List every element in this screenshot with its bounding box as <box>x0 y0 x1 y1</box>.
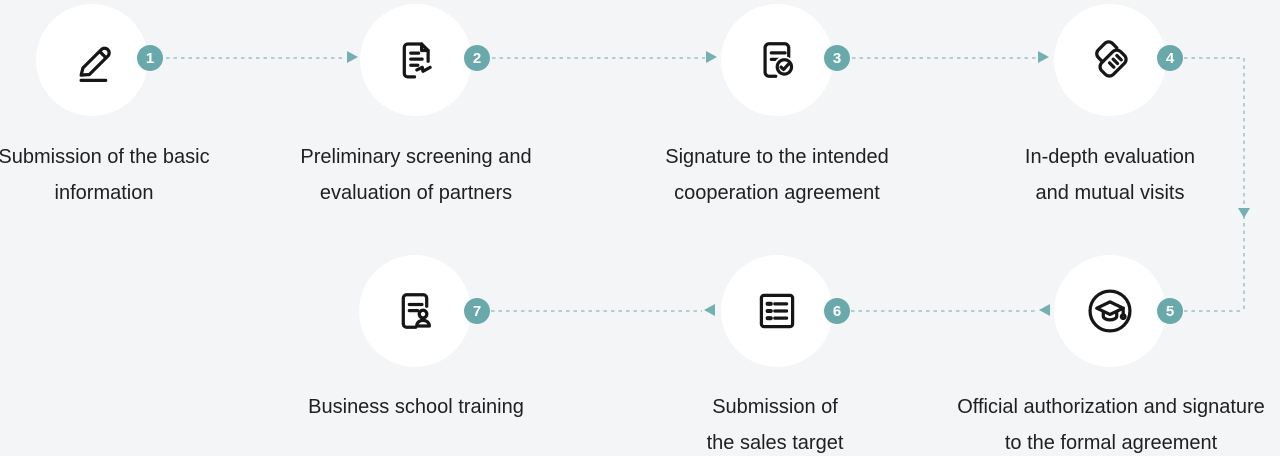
connector-vertical-4-5 <box>1243 58 1245 310</box>
arrow-left-icon <box>704 304 715 316</box>
step-circle-6 <box>721 255 833 367</box>
caption-line: Signature to the intended <box>665 146 889 168</box>
step-circle-5 <box>1054 255 1166 367</box>
document-user-icon <box>401 293 431 329</box>
document-check-icon <box>763 42 795 78</box>
step-circle-7 <box>359 255 471 367</box>
caption-line: Preliminary screening and <box>300 146 532 168</box>
pencil-line-icon <box>79 46 111 82</box>
caption-line: cooperation agreement <box>674 182 880 204</box>
arrow-right-icon <box>706 51 717 63</box>
step-badge-4: 4 <box>1157 45 1183 71</box>
step-caption-4: In-depth evaluation and mutual visits <box>910 139 1280 211</box>
caption-line: information <box>54 182 154 204</box>
connector-1-2 <box>166 57 346 59</box>
step-caption-2: Preliminary screening and evaluation of … <box>216 139 616 211</box>
step-circle-2 <box>360 4 472 116</box>
step-badge-3: 3 <box>824 45 850 71</box>
connector-3-4 <box>852 57 1036 59</box>
step-badge-1: 1 <box>137 45 163 71</box>
caption-line: Submission of <box>712 396 838 418</box>
handshake-icon <box>1095 40 1128 78</box>
connector-6-7 <box>491 310 702 312</box>
caption-line: Submission of the basic <box>0 146 210 168</box>
arrow-down-icon <box>1238 208 1250 218</box>
step-caption-6: Submission of the sales target <box>575 389 975 456</box>
caption-line: In-depth evaluation <box>1024 146 1196 168</box>
step-caption-3: Signature to the intended cooperation ag… <box>577 139 977 211</box>
step-circle-4 <box>1054 4 1166 116</box>
arrow-right-icon <box>347 51 358 63</box>
connector-2-3 <box>492 57 705 59</box>
step-circle-3 <box>721 4 833 116</box>
step-badge-6: 6 <box>824 298 850 324</box>
step-badge-7: 7 <box>464 298 490 324</box>
document-signature-icon <box>402 42 432 79</box>
arrow-left-icon <box>1039 304 1050 316</box>
step-caption-5: Official authorization and signature to … <box>911 389 1280 456</box>
caption-line: the sales target <box>706 432 844 454</box>
arrow-right-icon <box>1038 51 1049 63</box>
caption-line: and mutual visits <box>1035 182 1185 204</box>
connector-4-corner <box>1184 57 1244 59</box>
caption-line: to the formal agreement <box>1004 432 1218 454</box>
step-caption-1: Submission of the basic information <box>0 139 304 211</box>
connector-corner-5 <box>1184 310 1244 312</box>
caption-line: evaluation of partners <box>319 182 513 204</box>
caption-line: Business school training <box>308 396 524 418</box>
step-caption-7: Business school training <box>216 389 616 425</box>
checklist-icon <box>759 293 795 329</box>
caption-line: Official authorization and signature <box>957 396 1265 418</box>
step-badge-2: 2 <box>464 45 490 71</box>
step-badge-5: 5 <box>1157 298 1183 324</box>
connector-5-6 <box>851 310 1037 312</box>
step-circle-1 <box>36 4 148 116</box>
graduation-cap-circle-icon <box>1088 289 1132 333</box>
